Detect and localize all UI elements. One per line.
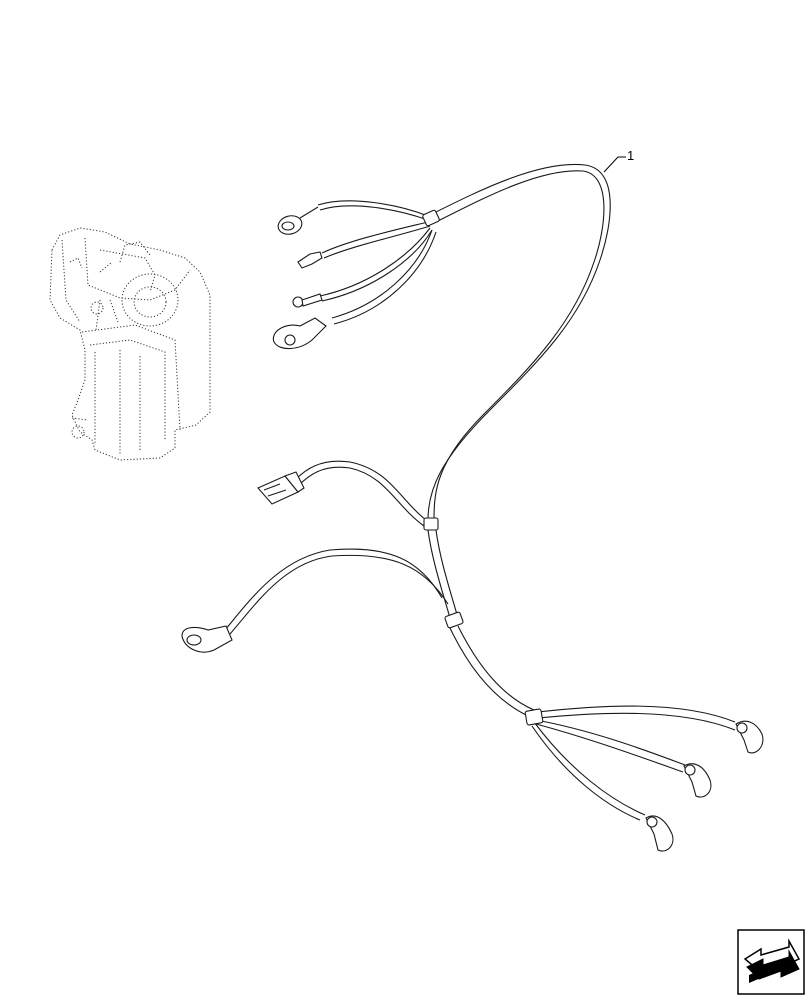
wiring-harness	[224, 163, 736, 821]
arrow-next-page-icon	[737, 929, 805, 995]
next-page-button[interactable]	[737, 929, 805, 995]
callout-label: 1	[627, 148, 634, 163]
harness-terminals	[181, 206, 764, 852]
harness-clips	[422, 209, 544, 726]
reference-component-outline	[49, 227, 211, 461]
callout-1: 1	[603, 148, 634, 173]
